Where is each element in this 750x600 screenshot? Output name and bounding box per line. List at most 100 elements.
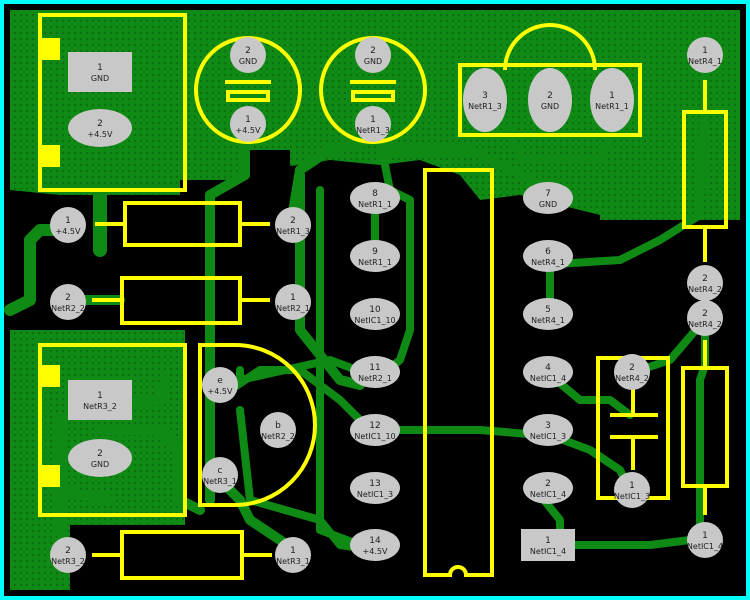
- pad-shape: [68, 52, 132, 92]
- pad-shape: [687, 300, 723, 336]
- pad-net-label: NetIC1_4: [687, 542, 723, 551]
- pad-shape: [230, 37, 266, 73]
- pad-net-label: GND: [539, 200, 557, 209]
- pad-number: 1: [545, 536, 551, 546]
- pads: 1GND2+4.5V2GND1+4.5V2GND1NetR1_33NetR1_3…: [50, 37, 723, 573]
- pad-shape: [350, 529, 400, 561]
- pad-number: 1: [65, 216, 71, 226]
- pad-net-label: NetR1_1: [595, 102, 629, 111]
- pad-shape: [50, 537, 86, 573]
- pad-net-label: NetR2_2: [51, 304, 85, 313]
- pad-number: 5: [545, 305, 551, 315]
- pad-number: 1: [609, 91, 615, 101]
- pad-net-label: NetIC1_4: [530, 374, 566, 383]
- pad-shape: [350, 472, 400, 504]
- pad-ra-1: 1+4.5V: [50, 207, 86, 243]
- pad-number: 11: [369, 363, 380, 373]
- pad-net-label: GND: [239, 57, 257, 66]
- pad-net-label: +4.5V: [56, 227, 81, 236]
- pad-shape: [202, 457, 238, 493]
- connector-j1-outline: [38, 13, 187, 192]
- pad-number: e: [217, 376, 223, 386]
- pad-number: 1: [245, 115, 251, 125]
- pad-number: 2: [97, 119, 103, 129]
- pad-shape: [230, 106, 266, 142]
- pad-shape: [275, 207, 311, 243]
- pad-net-label: +4.5V: [363, 547, 388, 556]
- pad-shape: [687, 265, 723, 301]
- pad-number: 1: [702, 531, 708, 541]
- pad-net-label: NetIC1_10: [354, 432, 395, 441]
- pad-net-label: NetR3_2: [83, 402, 117, 411]
- pad-net-label: NetR4_1: [531, 316, 565, 325]
- pad-net-label: NetR4_2: [688, 285, 722, 294]
- ic1-outline: [423, 168, 494, 577]
- pad-net-label: NetR1_1: [358, 258, 392, 267]
- pad-number: 10: [369, 305, 381, 315]
- pad-net-label: NetIC1_4: [530, 490, 566, 499]
- pad-shape: [260, 412, 296, 448]
- pad-shape: [614, 354, 650, 390]
- pad-number: 1: [629, 481, 635, 491]
- pad-number: 14: [369, 536, 381, 546]
- pad-net-label: NetIC1_4: [530, 547, 566, 556]
- pad-shape: [523, 182, 573, 214]
- pad-shape: [523, 356, 573, 388]
- pad-number: 2: [65, 293, 71, 303]
- pad-number: 2: [245, 46, 251, 56]
- pad-net-label: NetR1_3: [468, 102, 502, 111]
- pad-shape: [275, 284, 311, 320]
- pad-net-label: GND: [364, 57, 382, 66]
- pad-number: 8: [372, 189, 378, 199]
- pad-net-label: NetR4_1: [531, 258, 565, 267]
- pad-net-label: NetR3_2: [51, 557, 85, 566]
- pad-shape: [50, 207, 86, 243]
- pad-shape: [68, 109, 132, 147]
- pad-number: 2: [370, 46, 376, 56]
- pad-shape: [523, 298, 573, 330]
- pad-number: 2: [545, 479, 551, 489]
- pad-net-label: GND: [91, 460, 109, 469]
- pad-number: 1: [290, 293, 296, 303]
- pad-shape: [590, 68, 634, 132]
- pad-number: 6: [545, 247, 551, 257]
- pad-net-label: NetIC1_3: [357, 490, 393, 499]
- trimmer-r1-outline: [458, 63, 642, 137]
- pad-number: 3: [545, 421, 551, 431]
- pad-shape: [275, 537, 311, 573]
- pad-number: b: [275, 421, 281, 431]
- pad-shape: [687, 522, 723, 558]
- pad-shape: [523, 472, 573, 504]
- pad-number: 1: [97, 63, 103, 73]
- pad-number: 7: [545, 189, 551, 199]
- pad-number: 2: [97, 449, 103, 459]
- pad-shape: [68, 439, 132, 477]
- pad-shape: [350, 356, 400, 388]
- pad-number: 1: [370, 115, 376, 125]
- pad-number: 4: [545, 363, 551, 373]
- pad-shape: [350, 240, 400, 272]
- connector-j2-outline: [38, 343, 187, 517]
- pad-shape: [50, 284, 86, 320]
- pad-net-label: NetR4_2: [688, 320, 722, 329]
- pad-shape: [350, 298, 400, 330]
- pad-shape: [355, 106, 391, 142]
- pad-number: 2: [702, 274, 708, 284]
